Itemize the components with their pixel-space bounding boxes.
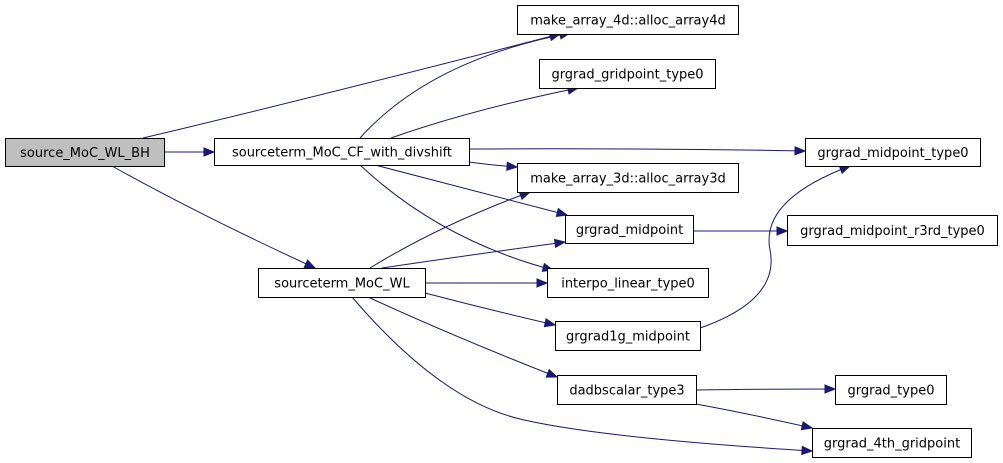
node-box[interactable]: [557, 375, 697, 405]
edge-sourceterm_MoC_WL-to-dadbscalar_type3: [367, 296, 559, 378]
node-grgrad_midpoint[interactable]: grgrad_midpoint: [565, 215, 694, 244]
edge-line: [695, 388, 836, 391]
edge-sourceterm_MoC_WL-to-grgrad_midpoint: [381, 238, 567, 269]
edge-sourceterm_MoC_CF_with_divshift-to-grgrad_midpoint: [374, 164, 569, 217]
edge-dadbscalar_type3-to-grgrad_type0: [695, 384, 837, 394]
node-alloc_array4d[interactable]: make_array_4d::alloc_array4d: [517, 5, 739, 35]
arrowhead-icon: [303, 259, 317, 269]
node-label: make_array_4d::alloc_array4d: [530, 14, 725, 29]
edge-line: [359, 32, 571, 139]
node-box[interactable]: [835, 375, 947, 405]
arrowhead-icon: [801, 445, 814, 456]
edge-sourceterm_MoC_CF_with_divshift-to-alloc_array4d: [359, 30, 572, 139]
arrowhead-icon: [555, 207, 569, 217]
node-label: grgrad1g_midpoint: [566, 330, 690, 345]
node-box[interactable]: [565, 215, 694, 244]
edge-line: [390, 87, 579, 139]
arrowhead-icon: [824, 384, 837, 394]
edge-sourceterm_MoC_WL-to-grgrad_4th_gridpoint: [351, 296, 814, 456]
node-box[interactable]: [787, 215, 998, 246]
node-box[interactable]: [812, 428, 972, 458]
node-box[interactable]: [555, 321, 701, 351]
node-alloc_array3d[interactable]: make_array_3d::alloc_array3d: [517, 163, 739, 193]
node-grgrad_midpoint_r3rd_type0[interactable]: grgrad_midpoint_r3rd_type0: [787, 215, 998, 246]
node-box[interactable]: [805, 138, 981, 167]
edge-line: [369, 191, 531, 269]
node-label: grgrad_4th_gridpoint: [824, 437, 960, 452]
edge-line: [351, 296, 813, 452]
arrowhead-icon: [543, 318, 557, 328]
node-label: dadbscalar_type3: [569, 384, 684, 399]
node-dadbscalar_type3[interactable]: dadbscalar_type3: [557, 375, 697, 405]
edges-layer: [111, 30, 852, 456]
node-label: grgrad_type0: [848, 384, 935, 399]
edge-line: [111, 165, 316, 269]
node-sourceterm_MoC_CF_with_divshift[interactable]: sourceterm_MoC_CF_with_divshift: [214, 138, 470, 166]
edge-sourceterm_MoC_CF_with_divshift-to-grgrad_midpoint_type0: [468, 146, 807, 156]
edge-source_MoC_WL_BH-to-sourceterm_MoC_CF_with_divshift: [164, 147, 216, 157]
edge-sourceterm_MoC_WL-to-interpo_linear_type0: [425, 278, 549, 288]
edge-sourceterm_MoC_CF_with_divshift-to-alloc_array3d: [468, 161, 519, 171]
node-label: interpo_linear_type0: [561, 277, 695, 292]
node-label: grgrad_midpoint_r3rd_type0: [800, 224, 985, 239]
node-label: grgrad_midpoint_type0: [817, 146, 968, 161]
node-source_MoC_WL_BH[interactable]: source_MoC_WL_BH: [5, 138, 165, 167]
edge-line: [374, 164, 568, 216]
nodes-layer: source_MoC_WL_BH sourceterm_MoC_CF_with_d…: [5, 5, 998, 458]
node-grgrad_gridpoint_type0[interactable]: grgrad_gridpoint_type0: [539, 59, 716, 89]
arrowhead-icon: [794, 146, 807, 156]
node-box[interactable]: [547, 268, 709, 298]
edge-line: [468, 148, 806, 152]
edge-line: [381, 241, 566, 269]
arrowhead-icon: [553, 238, 567, 249]
arrowhead-icon: [545, 368, 559, 378]
node-sourceterm_MoC_WL[interactable]: sourceterm_MoC_WL: [258, 268, 426, 298]
node-label: source_MoC_WL_BH: [20, 146, 150, 161]
node-label: grgrad_midpoint: [576, 223, 683, 238]
edge-line: [695, 403, 813, 429]
node-box[interactable]: [5, 138, 165, 167]
node-box[interactable]: [517, 163, 739, 193]
edge-sourceterm_MoC_CF_with_divshift-to-grgrad_gridpoint_type0: [390, 85, 580, 139]
edge-line: [359, 164, 554, 271]
node-label: sourceterm_MoC_CF_with_divshift: [232, 146, 452, 161]
arrowhead-icon: [800, 421, 814, 431]
edge-line: [142, 33, 561, 139]
node-grgrad_midpoint_type0[interactable]: grgrad_midpoint_type0: [805, 138, 981, 167]
edge-source_MoC_WL_BH-to-alloc_array4d: [142, 32, 562, 139]
node-box[interactable]: [517, 5, 739, 35]
edge-line: [424, 292, 556, 326]
node-label: sourceterm_MoC_WL: [274, 277, 410, 292]
edge-source_MoC_WL_BH-to-sourceterm_MoC_WL: [111, 165, 317, 269]
edge-sourceterm_MoC_WL-to-grgrad1g_midpoint: [424, 292, 557, 328]
node-label: grgrad_gridpoint_type0: [551, 68, 703, 83]
arrowhead-icon: [776, 226, 789, 236]
arrowhead-icon: [536, 278, 549, 288]
arrowhead-icon: [506, 161, 519, 171]
node-label: make_array_3d::alloc_array3d: [530, 172, 725, 187]
edge-dadbscalar_type3-to-grgrad_4th_gridpoint: [695, 403, 814, 431]
node-interpo_linear_type0[interactable]: interpo_linear_type0: [547, 268, 709, 298]
node-box[interactable]: [258, 268, 426, 298]
node-box[interactable]: [539, 59, 716, 89]
edge-line: [367, 296, 558, 378]
node-grgrad1g_midpoint[interactable]: grgrad1g_midpoint: [555, 321, 701, 351]
edge-line: [699, 165, 851, 329]
arrowhead-icon: [203, 147, 216, 157]
node-grgrad_4th_gridpoint[interactable]: grgrad_4th_gridpoint: [812, 428, 972, 458]
node-grgrad_type0[interactable]: grgrad_type0: [835, 375, 947, 405]
edge-grgrad_midpoint-to-grgrad_midpoint_r3rd_type0: [693, 226, 789, 236]
node-box[interactable]: [214, 138, 470, 166]
